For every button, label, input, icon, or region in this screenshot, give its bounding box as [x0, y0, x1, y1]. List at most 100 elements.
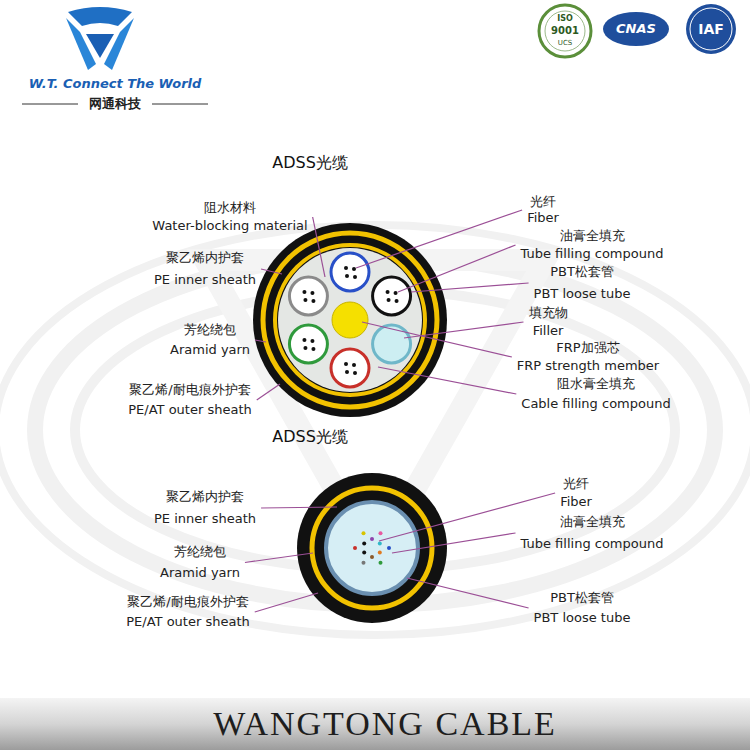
- cert-text: UCS: [558, 39, 572, 47]
- part-label: 聚乙烯内护套: [166, 251, 244, 266]
- banner-band: [0, 698, 750, 750]
- fiber-dot: [362, 542, 366, 546]
- watermark-arc: [0, 225, 750, 635]
- loose-tube: [289, 325, 327, 363]
- fiber-dot: [379, 561, 383, 565]
- part-label: Fiber: [560, 495, 592, 510]
- loose-tube: [289, 277, 327, 315]
- logo-text: 网通科技: [89, 97, 141, 112]
- logo-core: [86, 34, 114, 58]
- fiber-dot: [394, 291, 398, 295]
- leader-line: [255, 340, 266, 342]
- iaf-mark: [686, 4, 736, 54]
- iaf-ring: [690, 8, 732, 50]
- part-label: PBT松套管: [550, 591, 614, 606]
- fiber-dot: [378, 551, 382, 555]
- leader-line: [378, 367, 516, 394]
- leader-line: [362, 322, 512, 357]
- leader-lines: [245, 210, 555, 612]
- leader-line: [379, 493, 555, 541]
- part-label: FRP strength member: [517, 359, 659, 374]
- fiber-dot: [303, 298, 307, 302]
- aramid-ring: [312, 488, 432, 608]
- part-label: PBT松套管: [550, 265, 614, 280]
- fiber-dot: [311, 299, 315, 303]
- inner-sheath-ring: [275, 245, 425, 395]
- part-label: PBT loose tube: [534, 287, 631, 302]
- leader-line: [255, 593, 318, 612]
- part-label: Tube filling compound: [521, 247, 664, 262]
- leader-line: [257, 384, 280, 400]
- part-label: Fiber: [527, 211, 559, 226]
- fiber-dot: [362, 531, 366, 535]
- iso-seal-inner: [545, 11, 585, 51]
- pbt-tube: [326, 502, 418, 594]
- part-label: FRP加强芯: [556, 341, 619, 356]
- leader-line: [261, 507, 337, 508]
- watermark: [0, 225, 750, 635]
- company-logo: [22, 7, 208, 104]
- part-label: Filler: [533, 324, 564, 339]
- fiber-dot: [310, 339, 314, 343]
- logo-wing: [68, 7, 132, 26]
- banner-text: WANGTONG CABLE: [213, 704, 557, 743]
- logo-wing: [66, 18, 96, 70]
- fiber-dot: [310, 291, 314, 295]
- fiber-dot: [352, 363, 356, 367]
- loose-tube: [373, 277, 411, 315]
- part-label: 阻水膏全填充: [557, 377, 635, 392]
- fiber-dot: [387, 298, 391, 302]
- fiber-dot: [344, 266, 348, 270]
- fiber-dot: [362, 561, 366, 565]
- watermark-arc: [35, 255, 715, 605]
- fiber-dot: [386, 290, 390, 294]
- fiber-dot: [302, 290, 306, 294]
- fiber-dot: [303, 346, 307, 350]
- cnas-mark: [603, 12, 669, 46]
- cable-section-large: [253, 223, 447, 417]
- logo-wing: [104, 18, 134, 70]
- fiber-dot: [353, 371, 357, 375]
- part-label: PE inner sheath: [154, 512, 256, 527]
- part-label: PE/AT outer sheath: [126, 615, 249, 630]
- cert-text: CNAS: [616, 22, 656, 37]
- part-label: 聚乙烯/耐电痕外护套: [127, 595, 248, 610]
- logo-rule: [22, 104, 78, 105]
- logo-text: W.T. Connect The World: [29, 77, 202, 92]
- leader-line: [411, 283, 529, 292]
- part-label: 填充物: [529, 306, 568, 321]
- section-heading: ADSS光缆: [272, 428, 348, 446]
- filler-rod: [373, 325, 411, 363]
- part-label: 光纤: [530, 195, 556, 210]
- loose-tube: [331, 253, 369, 291]
- part-label: 光纤: [563, 477, 589, 492]
- fiber-dot: [353, 546, 357, 550]
- leader-line: [245, 553, 313, 563]
- fiber-dot: [370, 555, 374, 559]
- part-label: Aramid yarn: [160, 566, 240, 581]
- iso-seal: [539, 5, 591, 57]
- fiber-dot: [353, 275, 357, 279]
- fiber-dot: [345, 274, 349, 278]
- fiber-dot: [345, 370, 349, 374]
- fiber-dot: [344, 362, 348, 366]
- part-label: 聚乙烯内护套: [166, 490, 244, 505]
- part-label: 阻水材料: [204, 201, 256, 216]
- part-label: PE/AT outer sheath: [128, 403, 251, 418]
- fiber-dot: [311, 347, 315, 351]
- fiber-dot: [387, 546, 391, 550]
- part-label: 油膏全填充: [560, 515, 625, 530]
- cert-text: 9001: [551, 25, 579, 37]
- fiber-dot: [362, 551, 366, 555]
- water-blocking: [278, 248, 422, 392]
- fiber-dot: [395, 299, 399, 303]
- part-label: Cable filling compound: [521, 397, 670, 412]
- fiber-dot: [378, 542, 382, 546]
- part-label: PBT loose tube: [534, 611, 631, 626]
- part-label: Water-blocking material: [152, 219, 307, 234]
- loose-tube: [331, 349, 369, 387]
- leader-line: [356, 210, 522, 268]
- fiber-dot: [370, 537, 374, 541]
